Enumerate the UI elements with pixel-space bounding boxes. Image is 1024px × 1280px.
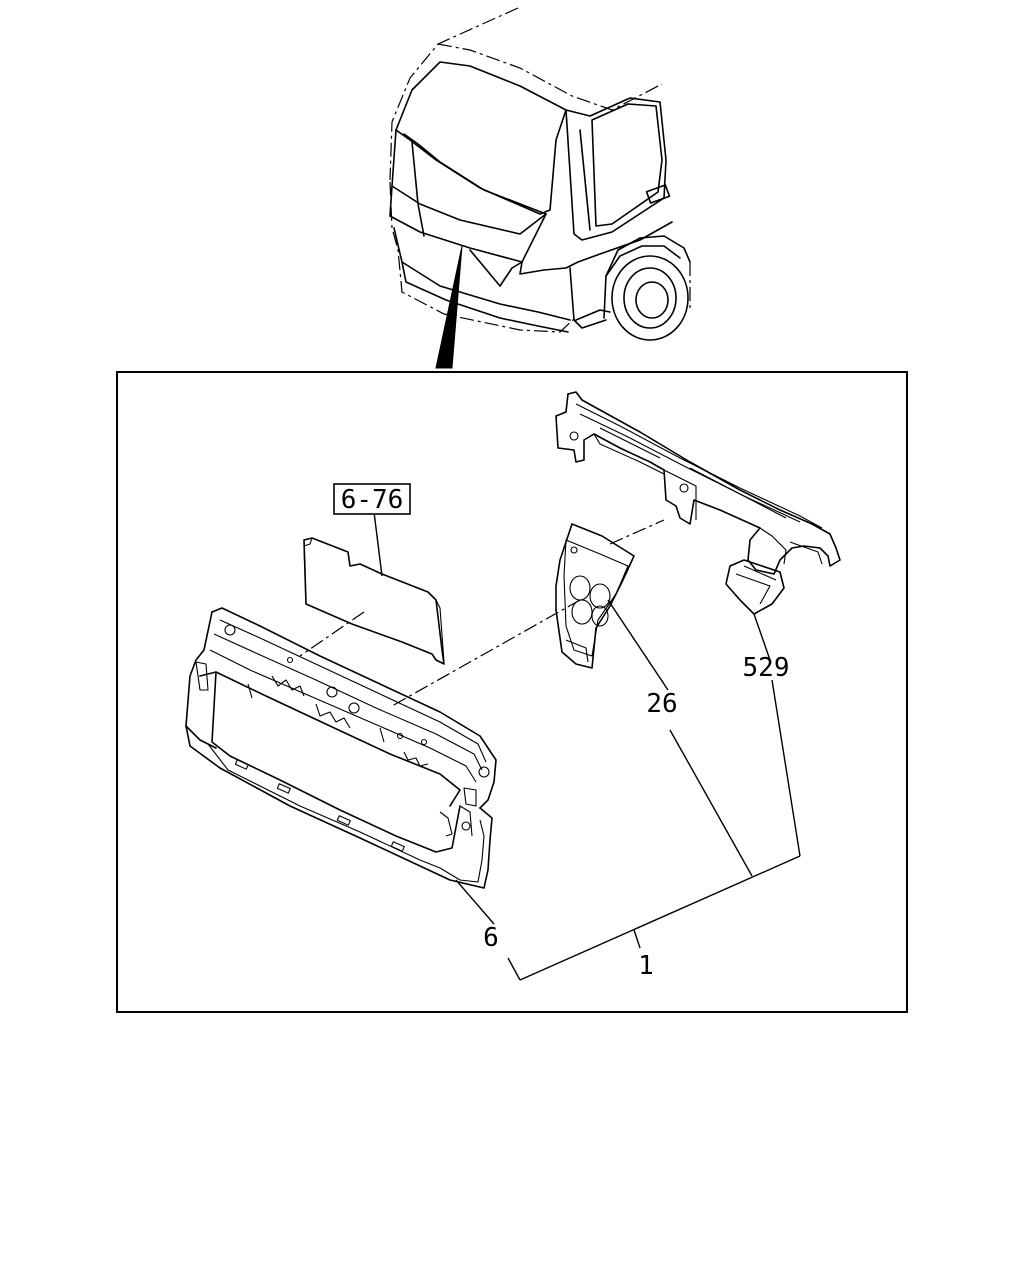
part-label-529[interactable]: 529 [743, 653, 790, 683]
part-label-1[interactable]: 1 [638, 951, 654, 981]
diagram-frame [116, 371, 908, 1013]
upper-crossmember-part [555, 391, 841, 615]
part-label-6[interactable]: 6 [483, 923, 499, 953]
insulator-pad-part [303, 537, 445, 665]
assembly-lines [299, 519, 665, 707]
reference-box [333, 483, 411, 515]
center-bracket-part [555, 523, 635, 669]
front-panel-part [185, 607, 497, 889]
truck-cab-illustration [389, 7, 691, 369]
part-label-26[interactable]: 26 [646, 689, 677, 719]
reference-box-label[interactable]: 6-76 [341, 485, 404, 515]
callout-leaders [373, 511, 801, 981]
